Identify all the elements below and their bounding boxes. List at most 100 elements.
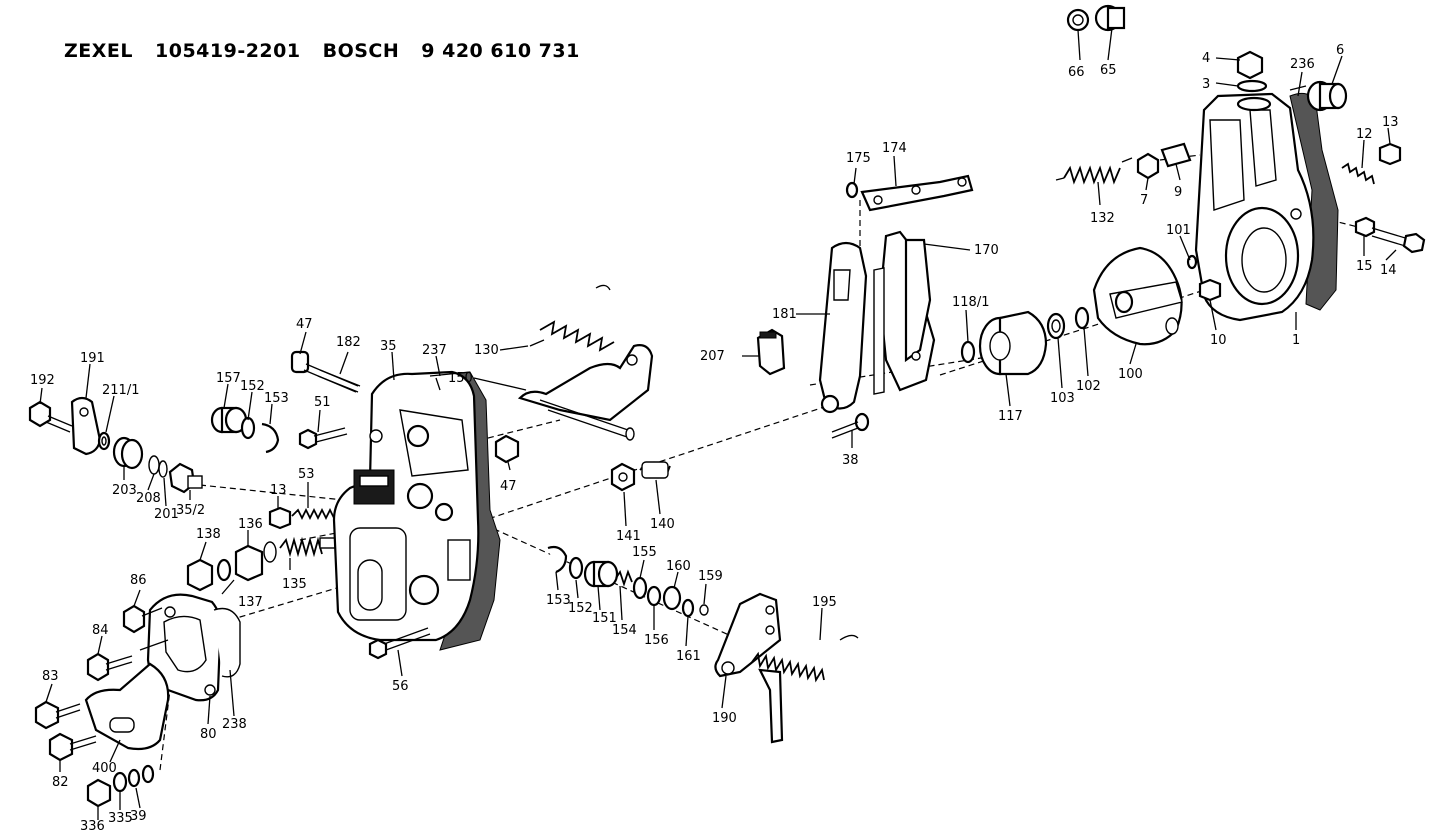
title-brand-zexel: ZEXEL xyxy=(64,40,133,62)
label-190: 190 xyxy=(712,711,737,726)
label-51: 51 xyxy=(314,395,331,410)
title-zexel-number: 105419-2201 xyxy=(155,40,301,62)
part-spring-154 xyxy=(615,569,633,587)
part-washer-102 xyxy=(1074,306,1090,330)
label-238: 238 xyxy=(222,717,247,732)
label-153-left: 153 xyxy=(264,391,289,406)
part-gasket-237 xyxy=(429,371,471,377)
part-clip-153-right xyxy=(547,545,568,574)
part-bolt-56 xyxy=(368,627,431,660)
label-13-right: 13 xyxy=(1382,115,1399,130)
part-cap-138 xyxy=(186,558,214,592)
label-47-right: 47 xyxy=(500,479,517,494)
label-117: 117 xyxy=(998,409,1023,424)
label-15: 15 xyxy=(1356,259,1373,274)
label-7: 7 xyxy=(1140,193,1148,208)
label-154: 154 xyxy=(612,623,637,638)
part-plate-191 xyxy=(70,396,102,456)
label-155: 155 xyxy=(632,545,657,560)
part-bolt-10 xyxy=(1198,278,1222,302)
label-138: 138 xyxy=(196,527,221,542)
part-ring-201 xyxy=(158,460,168,478)
part-block-207 xyxy=(756,328,786,376)
label-140: 140 xyxy=(650,517,675,532)
label-39: 39 xyxy=(130,809,147,824)
part-bracket-400 xyxy=(84,639,170,751)
part-spring-130 xyxy=(529,284,615,352)
label-156: 156 xyxy=(644,633,669,648)
label-400: 400 xyxy=(92,761,117,776)
label-335: 335 xyxy=(108,811,133,826)
label-13-left: 13 xyxy=(270,483,287,498)
label-38: 38 xyxy=(842,453,859,468)
part-pin-159 xyxy=(699,604,709,616)
label-132: 132 xyxy=(1090,211,1115,226)
label-9: 9 xyxy=(1174,185,1182,200)
part-washer-152-left xyxy=(240,416,256,440)
label-35-2: 35/2 xyxy=(176,503,205,518)
part-nut-136 xyxy=(234,541,277,582)
part-bolt-7 xyxy=(1136,152,1160,180)
title-bosch-number: 9 420 610 731 xyxy=(421,40,580,62)
label-130: 130 xyxy=(474,343,499,358)
label-203: 203 xyxy=(112,483,137,498)
label-152-right: 152 xyxy=(568,601,593,616)
part-pin-182 xyxy=(317,369,361,393)
part-lever-181 xyxy=(818,241,868,414)
part-washer-335 xyxy=(112,771,128,793)
part-nut-15 xyxy=(1354,216,1376,238)
label-237: 237 xyxy=(422,343,447,358)
label-12: 12 xyxy=(1356,127,1373,142)
label-157: 157 xyxy=(216,371,241,386)
label-336: 336 xyxy=(80,819,105,834)
label-211-1: 211/1 xyxy=(102,383,139,398)
part-lever-150 xyxy=(517,344,654,441)
part-screw-14 xyxy=(1371,227,1426,254)
label-6: 6 xyxy=(1336,43,1344,58)
part-nut-160 xyxy=(662,585,682,611)
part-gasket-238 xyxy=(213,607,241,678)
part-sleeve-151 xyxy=(583,560,619,588)
label-103: 103 xyxy=(1050,391,1075,406)
part-bracket-174 xyxy=(860,174,974,212)
part-fitting-65 xyxy=(1094,4,1126,32)
label-182: 182 xyxy=(336,335,361,350)
label-174: 174 xyxy=(882,141,907,156)
part-nut-141 xyxy=(610,462,636,492)
label-101: 101 xyxy=(1166,223,1191,238)
label-35: 35 xyxy=(380,339,397,354)
label-56: 56 xyxy=(392,679,409,694)
part-labels: 66 65 4 3 236 6 13 12 9 7 132 101 15 14 … xyxy=(30,43,1399,834)
part-lever-190 xyxy=(714,592,784,744)
part-nut-13-left xyxy=(268,506,292,530)
label-141: 141 xyxy=(616,529,641,544)
label-208: 208 xyxy=(136,491,161,506)
label-161: 161 xyxy=(676,649,701,664)
part-washer-156 xyxy=(646,585,662,607)
assembly-axes xyxy=(159,95,1371,771)
part-washer-3 xyxy=(1236,79,1268,93)
part-spring-135 xyxy=(279,536,337,558)
part-plug-6 xyxy=(1306,80,1348,112)
part-washer-155 xyxy=(632,576,648,600)
part-nut-13-right xyxy=(1378,142,1402,166)
label-80: 80 xyxy=(200,727,217,742)
label-83: 83 xyxy=(42,669,59,684)
part-ring-208 xyxy=(148,455,160,475)
part-lever-170 xyxy=(873,230,936,395)
label-152-left: 152 xyxy=(240,379,265,394)
part-bolt-83 xyxy=(34,700,81,730)
part-spring-195 xyxy=(751,634,859,683)
label-65: 65 xyxy=(1100,63,1117,78)
part-screw-35-2 xyxy=(168,462,203,494)
title-brand-bosch: BOSCH xyxy=(322,40,400,62)
label-135: 135 xyxy=(282,577,307,592)
part-bolt-47-right xyxy=(494,434,520,464)
label-175: 175 xyxy=(846,151,871,166)
part-plug-157 xyxy=(210,406,248,434)
part-washer-39 xyxy=(127,764,155,788)
leader-lines xyxy=(39,27,1397,820)
label-3: 3 xyxy=(1202,77,1210,92)
part-washer-118-1 xyxy=(960,340,976,364)
